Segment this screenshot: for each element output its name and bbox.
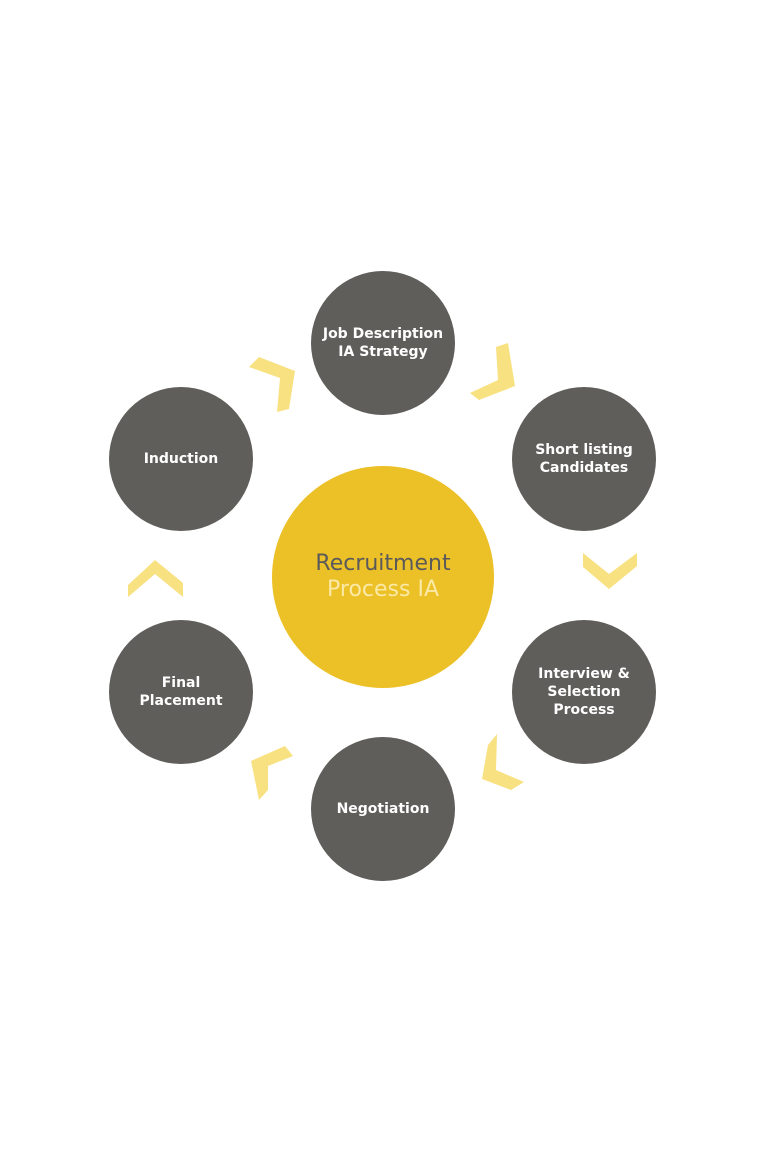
step-label-line: Candidates <box>539 460 629 476</box>
step-label-line: Final <box>161 675 201 691</box>
arrow-short-to-interview-icon <box>583 553 637 589</box>
step-label-line: Short listing <box>535 442 633 458</box>
step-label-line: Job Description <box>322 326 444 342</box>
arrow-interview-to-negotiation-icon <box>482 734 524 790</box>
arrow-induction-to-job-icon <box>249 357 295 412</box>
step-negotiation: Negotiation <box>311 737 455 881</box>
step-label-line: Interview & <box>538 666 630 682</box>
arrow-job-to-short-icon <box>470 343 515 400</box>
step-final-placement: Final Placement <box>109 620 253 764</box>
step-label-line: Induction <box>143 451 219 467</box>
step-label-line: Selection <box>547 684 621 700</box>
step-label-line: Process <box>553 702 615 718</box>
step-label-line: IA Strategy <box>338 344 428 360</box>
center-title-line2: Process IA <box>327 577 439 602</box>
step-induction: Induction <box>109 387 253 531</box>
step-label-line: Placement <box>139 693 223 709</box>
arrow-final-to-induction-icon <box>128 560 183 597</box>
center-circle: Recruitment Process IA <box>272 466 494 688</box>
step-job-description: Job Description IA Strategy <box>311 271 455 415</box>
arrow-negotiation-to-final-icon <box>251 746 293 800</box>
step-label-line: Negotiation <box>336 801 430 817</box>
step-interview-selection: Interview & Selection Process <box>512 620 656 764</box>
center-title-line1: Recruitment <box>315 551 451 576</box>
step-short-listing: Short listing Candidates <box>512 387 656 531</box>
